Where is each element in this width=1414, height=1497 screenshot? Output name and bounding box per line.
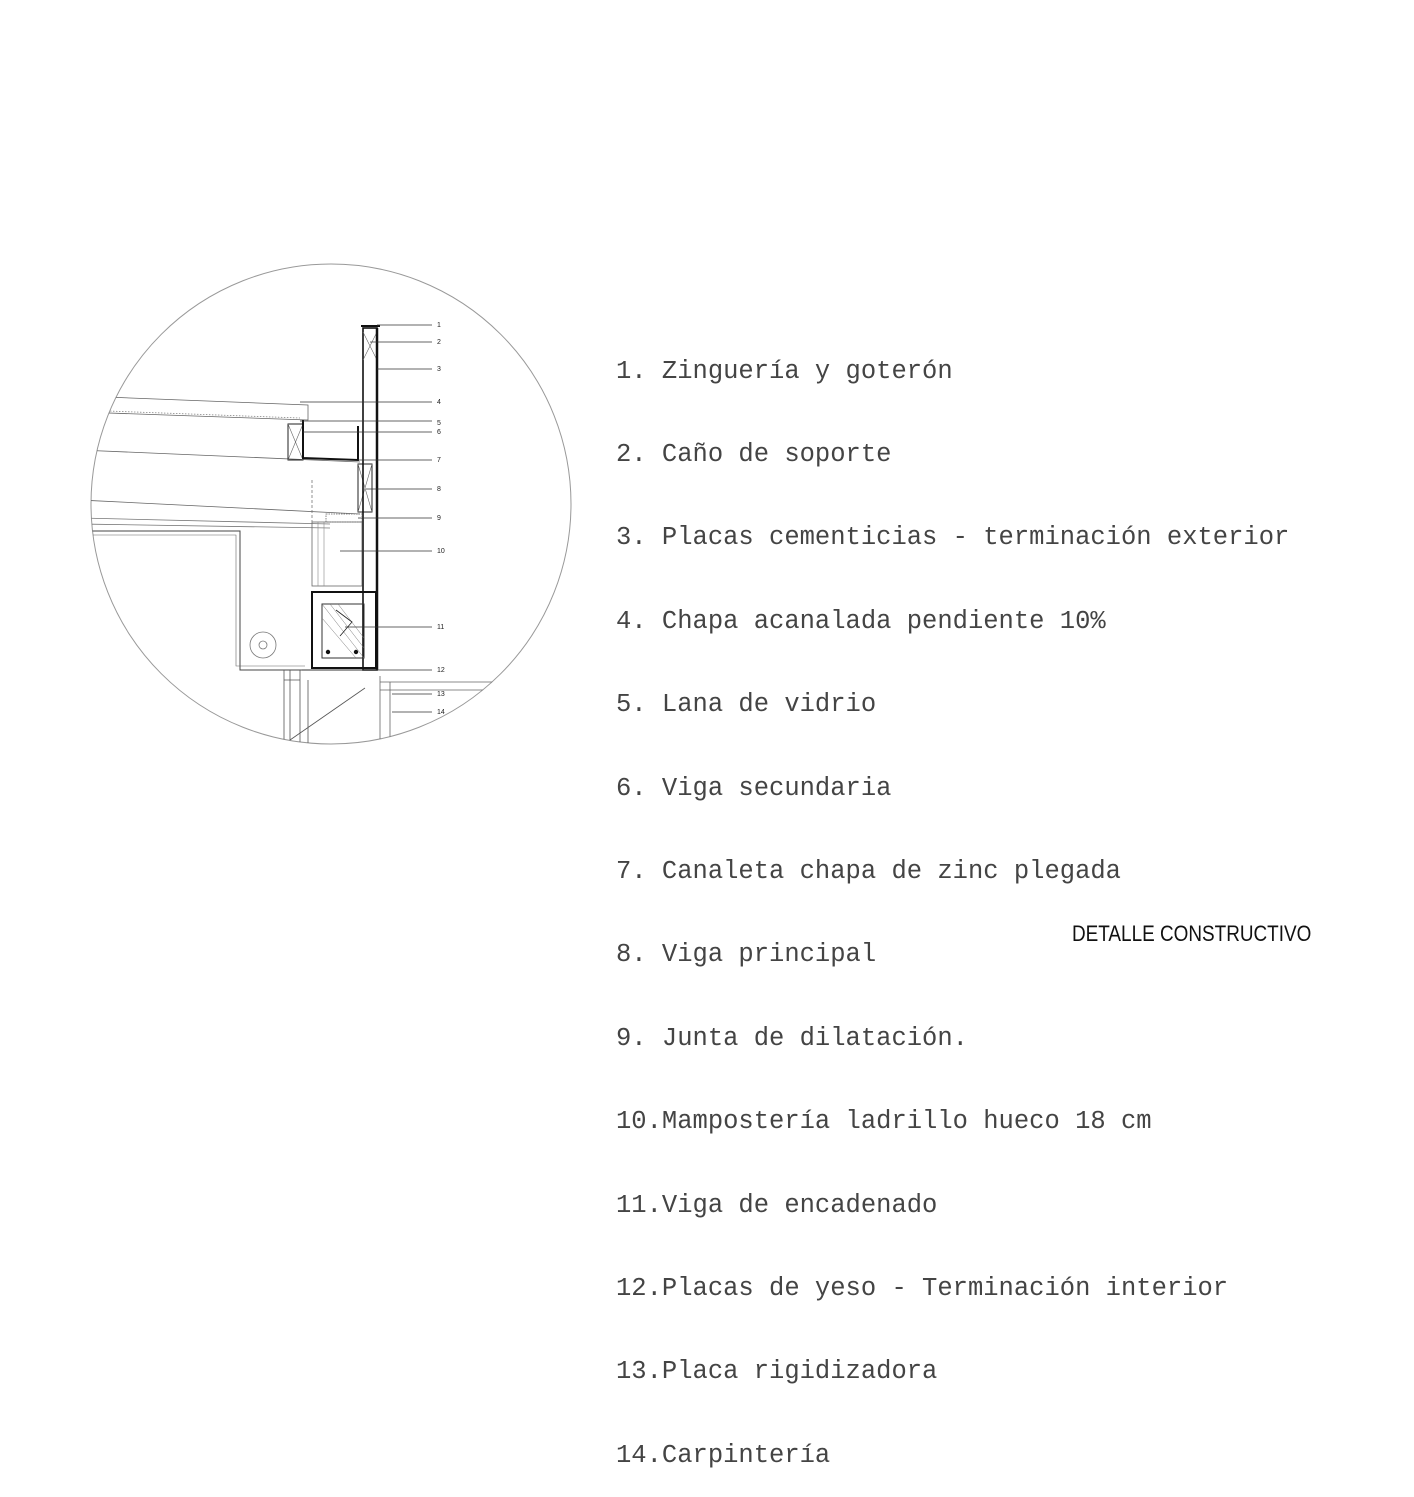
callout-number: 12 <box>437 667 445 674</box>
expansion-joint <box>325 513 363 523</box>
legend-item: 13.Placa rigidizadora <box>616 1357 938 1387</box>
legend-item: 11.Viga de encadenado <box>616 1190 938 1220</box>
callout-number: 1 <box>437 322 441 329</box>
callout-numbers: 1 2 3 4 5 6 7 8 9 10 11 12 13 14 <box>437 322 445 716</box>
legend-item: 2. Caño de soporte <box>616 439 892 469</box>
materials-legend: 1. Zinguería y goterón 2. Caño de soport… <box>616 302 1289 1497</box>
callout-number: 14 <box>437 709 445 716</box>
legend-item: 4. Chapa acanalada pendiente 10% <box>616 606 1106 636</box>
brick-masonry <box>311 521 363 587</box>
callout-number: 13 <box>437 691 445 698</box>
callout-number: 2 <box>437 339 441 346</box>
callout-number: 5 <box>437 420 441 427</box>
sheet-title: DETALLE CONSTRUCTIVO <box>1072 921 1312 946</box>
carpentry <box>283 670 309 744</box>
legend-item: 1. Zinguería y goterón <box>616 356 953 386</box>
detail-circle <box>90 263 572 745</box>
roof-sheet <box>91 395 309 421</box>
callout-number: 4 <box>437 399 441 406</box>
section-detail <box>91 325 500 744</box>
legend-item: 7. Canaleta chapa de zinc plegada <box>616 856 1121 886</box>
construction-detail-drawing: 1 2 3 4 5 6 7 8 9 10 11 12 13 14 <box>90 263 572 745</box>
legend-item: 8. Viga principal <box>616 940 877 970</box>
callout-number: 7 <box>437 457 441 464</box>
legend-item: 6. Viga secundaria <box>616 773 892 803</box>
legend-item: 9. Junta de dilatación. <box>616 1023 968 1053</box>
legend-item: 10.Mampostería ladrillo hueco 18 cm <box>616 1107 1152 1137</box>
callout-number: 11 <box>437 624 444 631</box>
legend-item: 3. Placas cementicias - terminación exte… <box>616 523 1290 553</box>
stiffener-plate <box>289 687 366 741</box>
light-fixture <box>249 631 277 659</box>
legend-item: 12.Placas de yeso - Terminación interior <box>616 1273 1229 1303</box>
callout-number: 6 <box>437 429 441 436</box>
roof-slope-line <box>91 449 361 463</box>
gypsum-board <box>91 530 305 671</box>
legend-item: 14.Carpintería <box>616 1440 831 1470</box>
main-beam <box>357 463 373 513</box>
legend-item: 5. Lana de vidrio <box>616 690 877 720</box>
callout-number: 3 <box>437 366 441 373</box>
callout-number: 10 <box>437 548 445 555</box>
glass-wool <box>91 409 301 419</box>
tie-beam <box>311 591 377 669</box>
callout-number: 8 <box>437 486 441 493</box>
zinc-gutter <box>302 420 359 462</box>
support-tube <box>362 327 378 671</box>
secondary-beam-line <box>91 499 361 515</box>
callout-number: 9 <box>437 515 441 522</box>
callout-leaders <box>300 324 432 713</box>
